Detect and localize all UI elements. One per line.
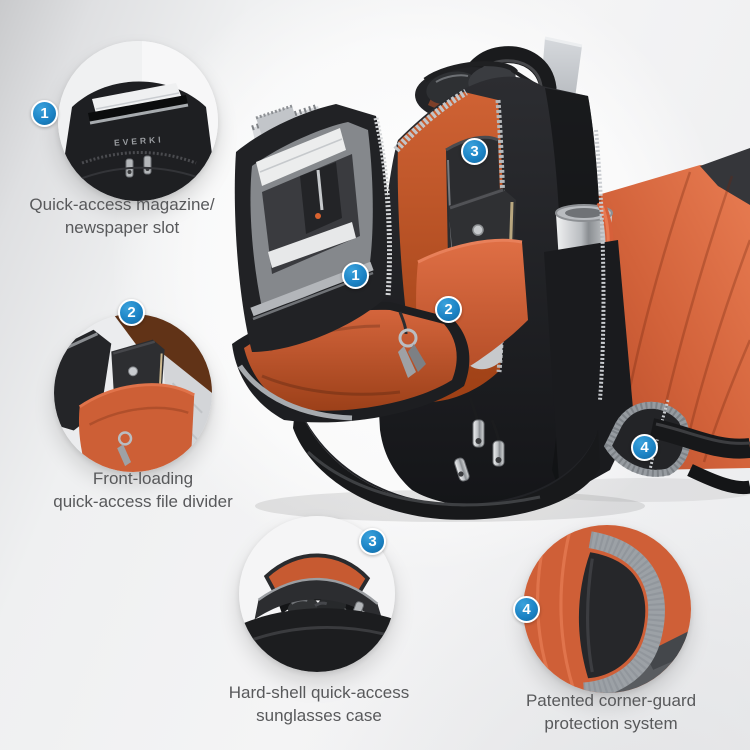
feature-badge-1: 1 xyxy=(31,100,58,127)
keys xyxy=(398,311,426,378)
feature-badge-4: 4 xyxy=(513,596,540,623)
caption-line: quick-access file divider xyxy=(53,492,233,511)
shoulder-straps xyxy=(649,418,750,495)
bag-bottom xyxy=(293,400,600,520)
feature-badge-3: 3 xyxy=(359,528,386,555)
callout-circle-file-divider xyxy=(54,314,212,472)
callout-photo-sunglasses-case xyxy=(239,516,395,672)
photo-marker-1: 1 xyxy=(342,262,369,289)
keys-icon xyxy=(117,431,133,467)
caption-line: protection system xyxy=(544,714,678,733)
callout-label-file-divider: Front-loading quick-access file divider xyxy=(53,467,233,513)
caption-line: newspaper slot xyxy=(64,218,180,237)
front-organizer-flap xyxy=(234,104,392,352)
callout-circle-corner-guard xyxy=(523,525,691,693)
callout-label-magazine-slot: Quick-access magazine/ newspaper slot xyxy=(29,193,214,239)
caption-line: Patented corner-guard xyxy=(525,691,697,710)
brand-logo: EVERKI xyxy=(114,134,164,147)
feature-badge-2: 2 xyxy=(118,299,145,326)
caption-line: Quick-access magazine/ xyxy=(29,195,215,214)
zipper-pulls xyxy=(454,397,505,482)
callout-label-corner-guard: Patented corner-guard protection system xyxy=(526,689,696,735)
callout-label-sunglasses-case: Hard-shell quick-access sunglasses case xyxy=(229,681,409,727)
callout-photo-magazine-slot: EVERKI xyxy=(58,41,218,201)
callout-circle-sunglasses-case xyxy=(239,516,395,672)
callout-photo-file-divider xyxy=(54,314,212,472)
caption-line: Front-loading xyxy=(92,469,194,488)
caption-line: sunglasses case xyxy=(256,706,382,725)
photo-marker-3: 3 xyxy=(461,138,488,165)
photo-marker-4: 4 xyxy=(631,434,658,461)
caption-line: Hard-shell quick-access xyxy=(228,683,410,702)
callout-circle-magazine-slot: EVERKI xyxy=(58,41,218,201)
callout-photo-corner-guard xyxy=(523,525,691,693)
photo-marker-2: 2 xyxy=(435,296,462,323)
